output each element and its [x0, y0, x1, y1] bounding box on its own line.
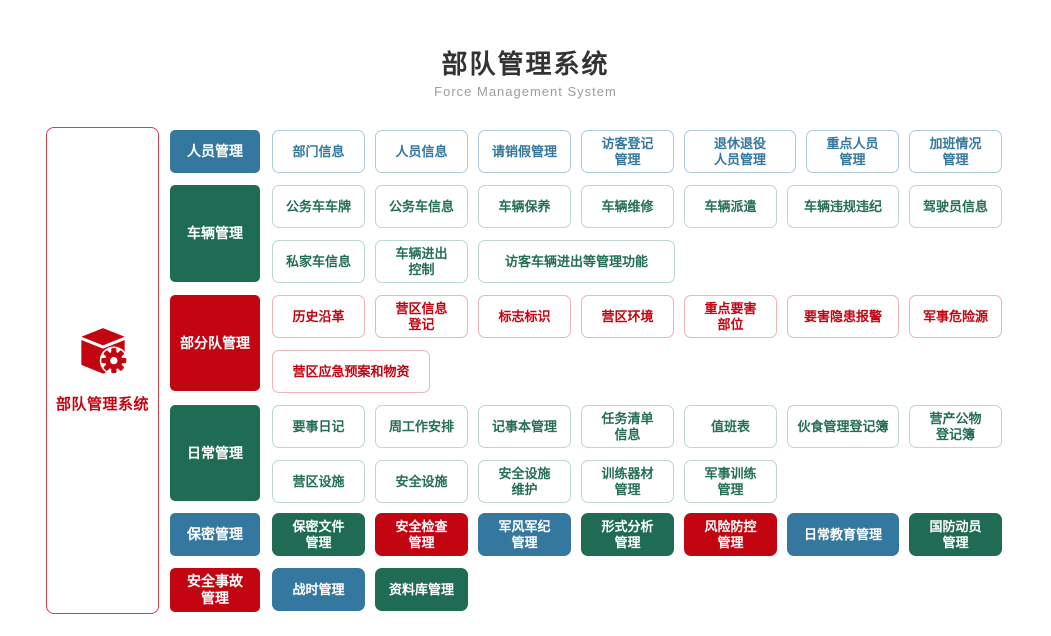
item-box: 车辆派遣 [684, 185, 777, 228]
item-box: 车辆违规违纪 [787, 185, 899, 228]
root-system-label: 部队管理系统 [55, 395, 149, 413]
item-box: 历史沿革 [272, 295, 365, 338]
item-line: 历史沿革营区信息 登记标志标识营区环境重点要害 部位要害隐患报警军事危险源 [272, 295, 1002, 338]
item-box: 训练器材 管理 [581, 460, 674, 503]
item-line: 私家车信息车辆进出 控制访客车辆进出等管理功能 [272, 240, 675, 283]
category-box: 保密管理 [170, 513, 260, 556]
category-box: 部分队管理 [170, 295, 260, 391]
item-box: 保密文件 管理 [272, 513, 365, 556]
item-box: 军事训练 管理 [684, 460, 777, 503]
item-box: 车辆保养 [478, 185, 571, 228]
item-line: 营区应急预案和物资 [272, 350, 430, 393]
item-box: 营区环境 [581, 295, 674, 338]
item-line: 要事日记周工作安排记事本管理任务清单 信息值班表伙食管理登记簿营产公物 登记簿 [272, 405, 1002, 448]
item-box: 公务车信息 [375, 185, 468, 228]
item-box: 营区设施 [272, 460, 365, 503]
category-box: 日常管理 [170, 405, 260, 501]
item-box: 标志标识 [478, 295, 571, 338]
item-box: 安全检查 管理 [375, 513, 468, 556]
item-box: 日常教育管理 [787, 513, 899, 556]
root-system-box: 部队管理系统 [46, 127, 159, 614]
item-box: 任务清单 信息 [581, 405, 674, 448]
item-box: 请销假管理 [478, 130, 571, 173]
item-box: 要事日记 [272, 405, 365, 448]
item-box: 私家车信息 [272, 240, 365, 283]
item-box: 国防动员 管理 [909, 513, 1002, 556]
page-title: 部队管理系统 [441, 49, 610, 79]
item-box: 周工作安排 [375, 405, 468, 448]
item-box: 访客登记 管理 [581, 130, 674, 173]
item-line: 战时管理资料库管理 [272, 568, 468, 611]
item-box: 人员信息 [375, 130, 468, 173]
item-line: 部门信息人员信息请销假管理访客登记 管理退休退役 人员管理重点人员 管理加班情况… [272, 130, 1002, 173]
item-box: 要害隐患报警 [787, 295, 899, 338]
item-box: 形式分析 管理 [581, 513, 674, 556]
item-box: 重点要害 部位 [684, 295, 777, 338]
item-box: 安全设施 [375, 460, 468, 503]
item-box: 风险防控 管理 [684, 513, 777, 556]
cube-gear-icon [77, 327, 129, 383]
item-box: 退休退役 人员管理 [684, 130, 796, 173]
item-box: 加班情况 管理 [909, 130, 1002, 173]
item-box: 值班表 [684, 405, 777, 448]
category-box: 安全事故 管理 [170, 568, 260, 612]
item-box: 军事危险源 [909, 295, 1002, 338]
category-box: 车辆管理 [170, 185, 260, 282]
item-box: 营产公物 登记簿 [909, 405, 1002, 448]
item-box: 公务车车牌 [272, 185, 365, 228]
item-box: 营区应急预案和物资 [272, 350, 430, 393]
item-box: 军风军纪 管理 [478, 513, 571, 556]
item-box: 驾驶员信息 [909, 185, 1002, 228]
item-box: 记事本管理 [478, 405, 571, 448]
page-subtitle: Force Management System [434, 84, 617, 99]
item-box: 车辆进出 控制 [375, 240, 468, 283]
item-box: 车辆维修 [581, 185, 674, 228]
category-box: 人员管理 [170, 130, 260, 173]
item-line: 公务车车牌公务车信息车辆保养车辆维修车辆派遣车辆违规违纪驾驶员信息 [272, 185, 1002, 228]
item-line: 营区设施安全设施安全设施 维护训练器材 管理军事训练 管理 [272, 460, 777, 503]
item-line: 保密文件 管理安全检查 管理军风军纪 管理形式分析 管理风险防控 管理日常教育管… [272, 513, 1002, 556]
item-box: 安全设施 维护 [478, 460, 571, 503]
item-box: 资料库管理 [375, 568, 468, 611]
item-box: 战时管理 [272, 568, 365, 611]
item-box: 部门信息 [272, 130, 365, 173]
item-box: 重点人员 管理 [806, 130, 899, 173]
item-box: 营区信息 登记 [375, 295, 468, 338]
item-box: 伙食管理登记簿 [787, 405, 899, 448]
item-box: 访客车辆进出等管理功能 [478, 240, 675, 283]
